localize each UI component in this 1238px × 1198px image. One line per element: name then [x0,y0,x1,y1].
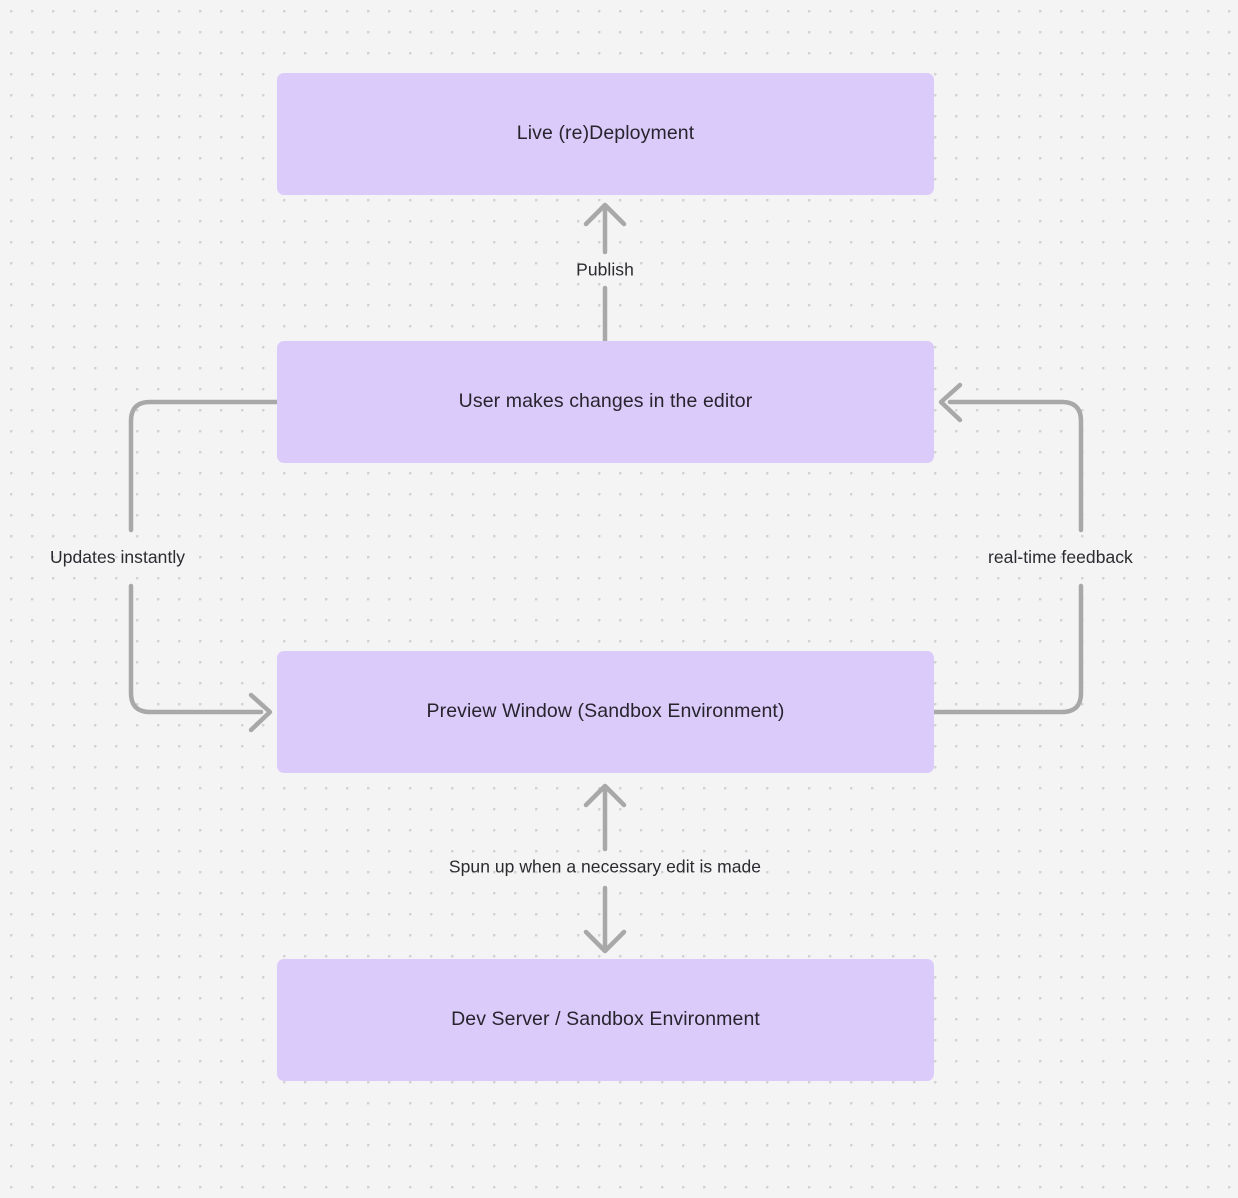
edge-label-real-time-feedback: real-time feedback [988,547,1133,567]
node-live-deployment[interactable]: Live (re)Deployment [277,73,934,195]
edge-label-updates-instantly: Updates instantly [50,547,186,567]
node-live-deployment-label: Live (re)Deployment [516,122,695,145]
edge-publish-arrowhead-up [583,202,627,227]
edge-updates-instantly-arrowhead-right [248,692,273,733]
edge-spun-up-arrowhead-up [583,783,627,808]
node-user-edits-label: User makes changes in the editor [458,390,753,413]
node-preview-window-label: Preview Window (Sandbox Environment) [426,700,785,723]
edge-updates-instantly-segment-upper [128,399,280,533]
edge-updates-instantly-segment-lower [128,583,264,715]
node-preview-window[interactable]: Preview Window (Sandbox Environment) [277,651,934,773]
edge-label-spun-up: Spun up when a necessary edit is made [448,856,762,877]
edge-label-publish: Publish [576,259,634,280]
edge-real-time-feedback-segment-lower [931,583,1084,715]
node-user-edits[interactable]: User makes changes in the editor [277,341,934,463]
node-dev-server[interactable]: Dev Server / Sandbox Environment [277,959,934,1081]
node-dev-server-label: Dev Server / Sandbox Environment [451,1008,760,1031]
edge-real-time-feedback-segment-upper [947,399,1084,533]
edge-spun-up-arrowhead-down [583,929,627,954]
edge-real-time-feedback-arrowhead-left [938,382,963,423]
